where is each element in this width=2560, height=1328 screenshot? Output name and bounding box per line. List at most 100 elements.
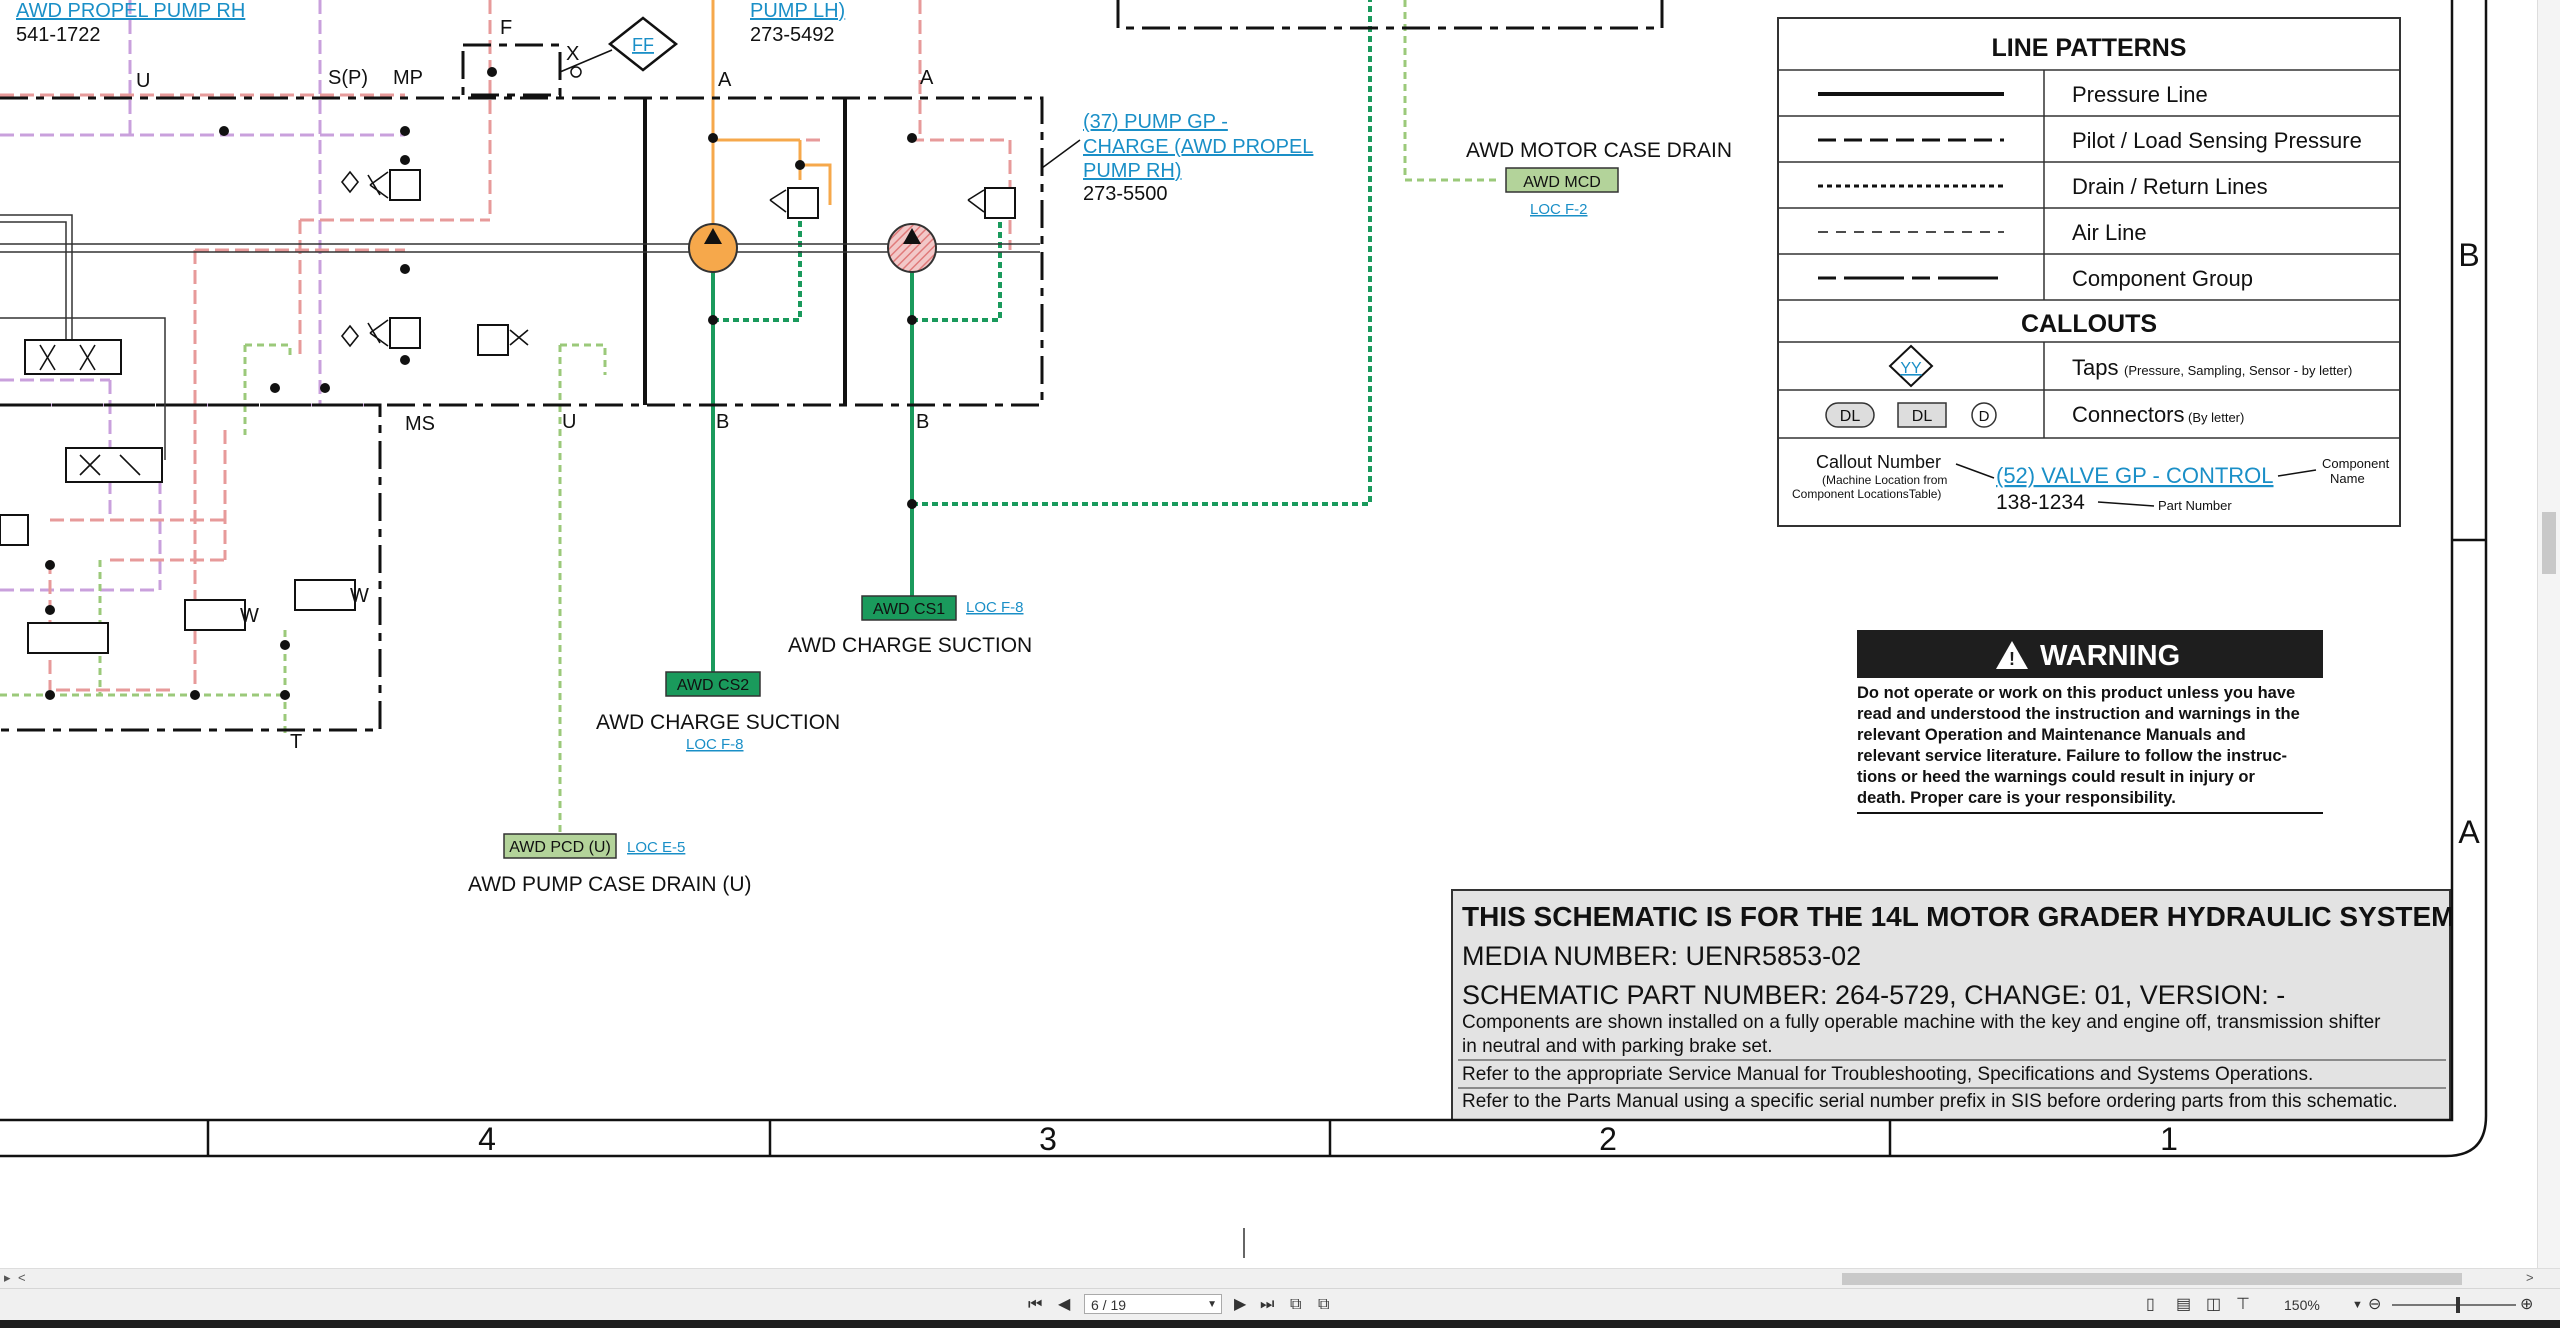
title-heading: THIS SCHEMATIC IS FOR THE 14L MOTOR GRAD…: [1462, 901, 2455, 932]
tap-ff[interactable]: FF: [607, 16, 679, 72]
zone-col-1: 1: [2160, 1121, 2178, 1157]
callout-37-line1[interactable]: (37) PUMP GP -: [1083, 111, 1228, 133]
page-number-value: 6 / 19: [1091, 1297, 1127, 1313]
awd-cs2-tag: AWD CS2: [677, 677, 749, 694]
callout-37-line3[interactable]: PUMP RH): [1083, 160, 1182, 182]
port-w2: W: [350, 585, 369, 607]
port-w1: W: [240, 605, 259, 627]
callouts-title: CALLOUTS: [2021, 310, 2157, 338]
port-b2: B: [916, 411, 929, 433]
warning-line-4: relevant service literature. Failure to …: [1857, 747, 2287, 765]
fit-width-icon[interactable]: ⊤: [2236, 1296, 2250, 1313]
title-media: MEDIA NUMBER: UENR5853-02: [1462, 941, 1861, 971]
horizontal-scroll-thumb[interactable]: [1842, 1273, 2462, 1285]
horizontal-scrollbar[interactable]: ▸ < >: [0, 1268, 2560, 1289]
warning-title: WARNING: [2040, 640, 2180, 672]
legend-component-name-1: Component: [2322, 456, 2390, 471]
connector-awd-cs1[interactable]: AWD CS1 LOC F-8 AWD CHARGE SUCTION: [788, 595, 1032, 657]
port-b1: B: [716, 411, 729, 433]
zone-row-a: A: [2458, 814, 2480, 850]
awd-mcd-loc[interactable]: LOC F-2: [1530, 201, 1588, 218]
legend-tap-symbol: YY: [1900, 360, 1922, 377]
legend-conn-dl-square: DL: [1912, 408, 1933, 425]
zoom-out-icon[interactable]: ⊖: [2368, 1296, 2382, 1313]
awd-cs1-loc[interactable]: LOC F-8: [966, 599, 1024, 616]
part-273-5492: 273-5492: [750, 24, 835, 46]
warning-icon: [1996, 641, 2028, 669]
callout-37-line2[interactable]: CHARGE (AWD PROPEL: [1083, 136, 1313, 158]
legend-component-group: Component Group: [2072, 266, 2253, 291]
charge-pump-rh-icon: [887, 223, 937, 273]
zoom-slider-thumb[interactable]: [2456, 1297, 2460, 1313]
legend-pressure: Pressure Line: [2072, 82, 2208, 107]
line-patterns-legend: LINE PATTERNS Pressure Line Pilot / Load…: [1777, 17, 2401, 527]
legend-air: Air Line: [2072, 220, 2147, 245]
port-u: U: [136, 70, 150, 92]
document-viewport[interactable]: FF AWD PROPEL PUMP RH 541-1722 PUMP LH) …: [0, 0, 2560, 1268]
port-a1: A: [718, 69, 732, 91]
zone-col-2: 2: [1599, 1121, 1617, 1157]
port-a2: A: [920, 67, 934, 89]
legend-part-number-label: Part Number: [2158, 498, 2232, 513]
hydraulic-schematic: FF AWD PROPEL PUMP RH 541-1722 PUMP LH) …: [0, 0, 2488, 1258]
page-number-field[interactable]: 6 / 19 ▼: [1084, 1294, 1222, 1314]
drawing-border: [0, 0, 2488, 1158]
zoom-in-icon[interactable]: ⊕: [2520, 1296, 2534, 1313]
zone-row-b: B: [2458, 237, 2479, 273]
title-block: THIS SCHEMATIC IS FOR THE 14L MOTOR GRAD…: [1451, 889, 2455, 1121]
legend-part-example: 138-1234: [1996, 491, 2085, 514]
vertical-scroll-thumb[interactable]: [2542, 512, 2556, 574]
legend-conn-dl-round: DL: [1840, 408, 1861, 425]
last-page-icon[interactable]: ⏭: [1260, 1296, 1275, 1313]
scroll-right-icon[interactable]: >: [2526, 1270, 2534, 1285]
legend-component-name-2: Name: [2330, 471, 2365, 486]
connector-awd-cs2[interactable]: AWD CS2 AWD CHARGE SUCTION LOC F-8: [596, 671, 840, 753]
vertical-scrollbar[interactable]: [2537, 0, 2560, 1268]
single-page-view-icon[interactable]: ▯: [2146, 1296, 2155, 1313]
continuous-view-icon[interactable]: ▤: [2176, 1296, 2192, 1313]
chevron-down-icon[interactable]: ▼: [1207, 1299, 1217, 1310]
port-t: T: [290, 731, 302, 753]
legend-connectors: Connectors: [2072, 402, 2185, 427]
awd-pcd-loc[interactable]: LOC E-5: [627, 839, 685, 856]
connector-awd-mcd[interactable]: AWD MOTOR CASE DRAIN AWD MCD LOC F-2: [1466, 139, 1732, 218]
connector-awd-pcd[interactable]: AWD PCD (U) LOC E-5 AWD PUMP CASE DRAIN …: [468, 833, 752, 896]
scroll-left-arrow-icon[interactable]: ▸: [4, 1270, 11, 1285]
awd-pcd-tag: AWD PCD (U): [509, 839, 611, 856]
copy-page-icon[interactable]: ⧉: [1290, 1296, 1302, 1313]
warning-line-6: death. Proper care is your responsibilit…: [1857, 789, 2176, 807]
two-page-view-icon[interactable]: ◫: [2206, 1296, 2222, 1313]
awd-cs2-caption: AWD CHARGE SUCTION: [596, 711, 840, 734]
legend-callout-note-2: Component LocationsTable): [1792, 487, 1941, 501]
viewer-toolbar: ⏮ ◀ 6 / 19 ▼ ▶ ⏭ ⧉ ⧉ ▯ ▤ ◫ ⊤ 150% ▼ ⊖ ⊕: [0, 1288, 2560, 1321]
link-awd-propel-pump-rh[interactable]: AWD PROPEL PUMP RH: [16, 0, 245, 22]
svg-text:!: !: [2009, 649, 2015, 669]
legend-callout-note-1: (Machine Location from: [1822, 473, 1947, 487]
port-f: F: [500, 17, 512, 39]
port-x: X: [566, 43, 579, 65]
legend-drain: Drain / Return Lines: [2072, 174, 2268, 199]
first-page-icon[interactable]: ⏮: [1028, 1296, 1043, 1313]
duplicate-page-icon[interactable]: ⧉: [1318, 1296, 1330, 1313]
awd-cs1-tag: AWD CS1: [873, 601, 945, 618]
legend-connectors-note: (By letter): [2188, 410, 2244, 425]
awd-cs1-caption: AWD CHARGE SUCTION: [788, 634, 1032, 657]
awd-mcd-caption: AWD MOTOR CASE DRAIN: [1466, 139, 1732, 162]
link-pump-lh[interactable]: PUMP LH): [750, 0, 845, 22]
zoom-dropdown-icon[interactable]: ▼: [2352, 1299, 2363, 1311]
part-273-5500: 273-5500: [1083, 183, 1168, 205]
previous-page-icon[interactable]: ◀: [1058, 1296, 1071, 1313]
legend-callout-number: Callout Number: [1816, 452, 1941, 472]
legend-callout-example: (52) VALVE GP - CONTROL: [1996, 463, 2274, 488]
zoom-slider[interactable]: [2392, 1304, 2516, 1306]
title-note-1a: Components are shown installed on a full…: [1462, 1012, 2381, 1033]
zoom-level: 150%: [2284, 1297, 2320, 1313]
zone-col-4: 4: [478, 1121, 496, 1157]
next-page-icon[interactable]: ▶: [1234, 1296, 1247, 1313]
title-note-3: Refer to the Parts Manual using a specif…: [1462, 1091, 2398, 1112]
zone-col-3: 3: [1039, 1121, 1057, 1157]
awd-pcd-caption: AWD PUMP CASE DRAIN (U): [468, 873, 752, 896]
scroll-left-icon[interactable]: <: [18, 1270, 26, 1285]
tap-ff-label[interactable]: FF: [632, 35, 654, 55]
awd-cs2-loc[interactable]: LOC F-8: [686, 736, 744, 753]
